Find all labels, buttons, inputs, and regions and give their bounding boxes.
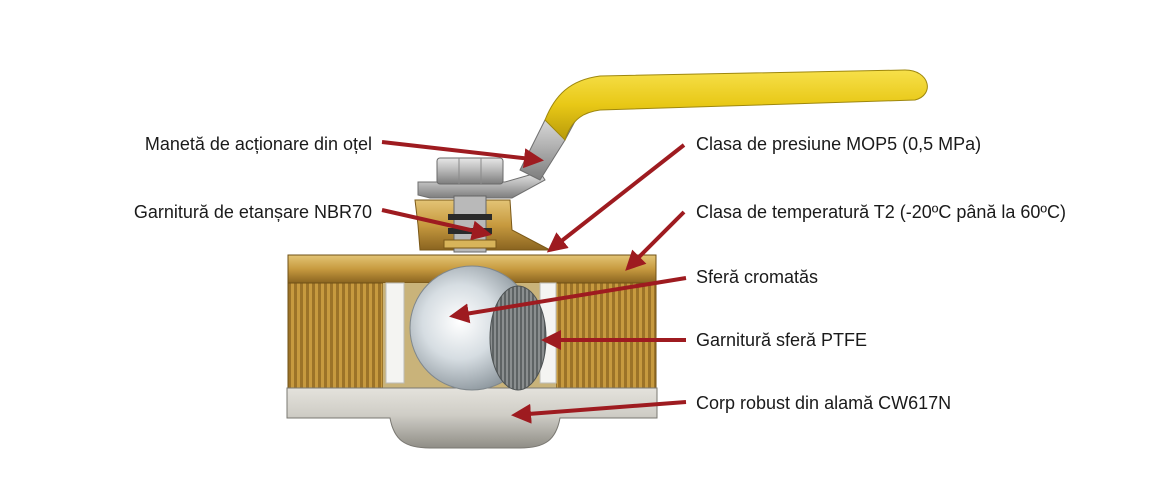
steel-handle [417,69,928,199]
callout-arrows [381,140,687,424]
arrow-pressure [546,143,686,253]
label-pressure: Clasa de presiune MOP5 (0,5 MPa) [696,134,982,154]
stem-nut [436,157,504,185]
handle-grip [544,69,928,141]
chrome-ball [409,265,547,391]
arrow-body [511,400,687,424]
label-handle: Manetă de acționare din oțel [144,134,372,154]
label-temperature: Clasa de temperatură T2 (-20ºC până la 6… [696,202,1067,222]
arrow-handle [381,140,544,169]
label-sphere: Sferă cromatăs [696,267,819,287]
label-ptfe: Garnitură sferă PTFE [696,330,868,350]
label-body: Corp robust din alamă CW617N [696,393,952,413]
arrow-sphere [449,276,687,324]
label-seal: Garnitură de etanșare NBR70 [133,202,372,222]
arrow-temperature [625,210,686,271]
arrow-seal [381,208,492,241]
